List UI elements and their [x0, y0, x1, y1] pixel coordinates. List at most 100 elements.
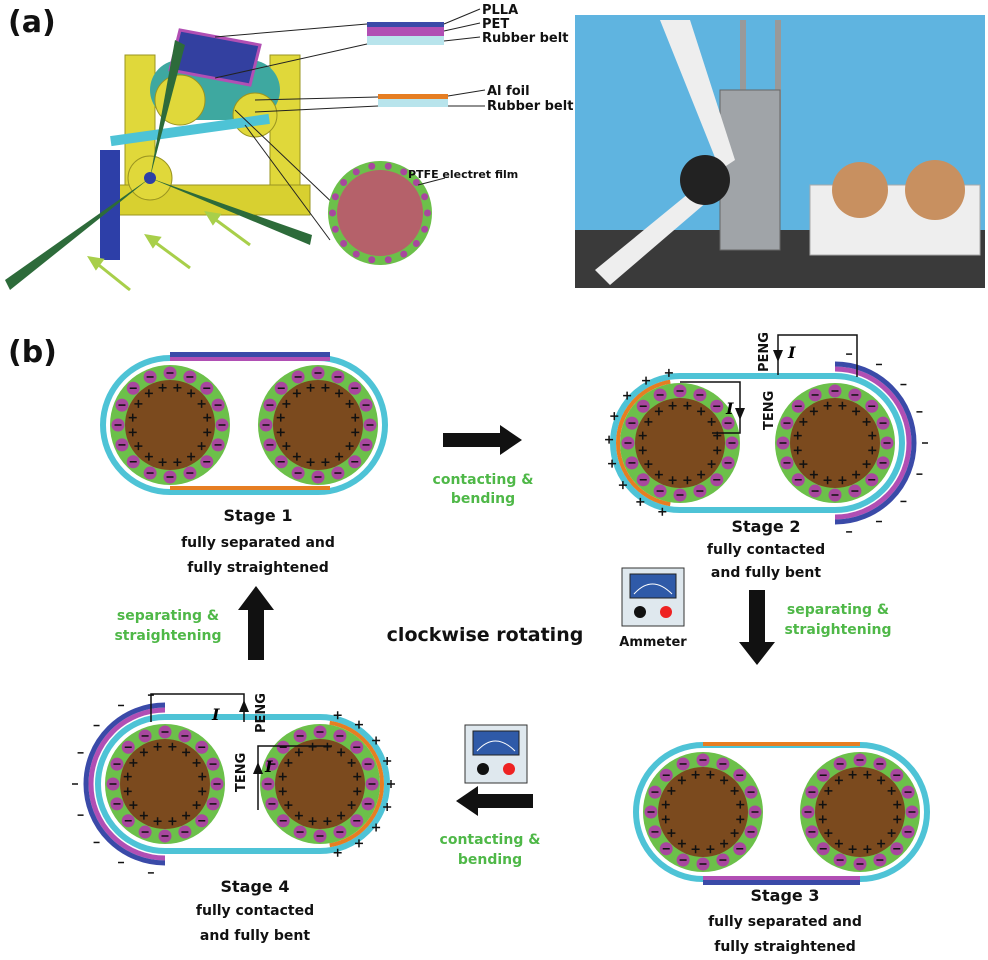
positive-charge-icon [153, 817, 162, 826]
negative-charge-icon [412, 178, 420, 186]
positive-charge-icon [658, 507, 667, 516]
plla-layer [170, 352, 330, 357]
positive-charge-icon [306, 458, 315, 467]
positive-charge-icon [292, 452, 301, 461]
positive-charge-icon [667, 829, 676, 838]
positive-charge-icon [691, 770, 700, 779]
positive-charge-icon [793, 431, 802, 440]
positive-charge-icon [383, 757, 392, 766]
positive-charge-icon [668, 401, 677, 410]
positive-charge-icon [372, 736, 381, 745]
current-arrow-icon [735, 408, 745, 420]
al-foil-layer [616, 379, 671, 507]
positive-charge-icon [642, 376, 651, 385]
al-foil-layer [703, 742, 860, 746]
stage-1-desc: fully straightened [187, 560, 329, 576]
negative-charge-icon [384, 256, 392, 264]
positive-charge-icon [697, 407, 706, 416]
ammeter-label: Ammeter [619, 635, 687, 650]
positive-charge-icon [282, 399, 291, 408]
negative-charge-icon [352, 250, 360, 258]
positive-charge-icon [654, 407, 663, 416]
stage-4-desc: fully contacted [196, 903, 314, 919]
positive-charge-icon [638, 431, 647, 440]
positive-charge-icon [198, 787, 207, 796]
stage-2-diagram [605, 353, 928, 533]
negative-charge-icon [400, 168, 408, 176]
positive-charge-icon [667, 786, 676, 795]
positive-charge-icon [623, 391, 632, 400]
positive-charge-icon [661, 800, 670, 809]
positive-charge-icon [197, 442, 206, 451]
positive-charge-icon [333, 848, 342, 857]
positive-charge-icon [691, 845, 700, 854]
arrow-right-icon [443, 425, 522, 455]
positive-charge-icon [321, 458, 330, 467]
ammeter-icon [621, 567, 685, 627]
stage-2-desc: fully contacted [707, 542, 825, 558]
label-pet: PET [482, 17, 509, 32]
positive-charge-icon [182, 748, 191, 757]
stage-1-desc: fully separated and [181, 535, 335, 551]
stage-1-diagram [100, 352, 388, 495]
stage-2-title: Stage 2 [732, 517, 801, 536]
plla-layer [703, 880, 860, 885]
positive-charge-icon [168, 817, 177, 826]
positive-charge-icon [887, 786, 896, 795]
positive-charge-icon [848, 770, 857, 779]
positive-charge-icon [683, 401, 692, 410]
positive-charge-icon [809, 470, 818, 479]
label-rubber-belt-top: Rubber belt [482, 31, 568, 46]
negative-charge-icon [340, 240, 348, 248]
positive-charge-icon [134, 442, 143, 451]
roller [275, 739, 365, 829]
label-al-foil: Al foil [487, 84, 530, 99]
current-label: I [264, 757, 273, 776]
negative-charge-icon [412, 240, 420, 248]
positive-charge-icon [383, 802, 392, 811]
positive-charge-icon [852, 470, 861, 479]
positive-charge-icon [354, 839, 363, 848]
negative-charge-icon [352, 168, 360, 176]
arrow-left-icon [456, 786, 533, 816]
roller [125, 380, 215, 470]
layer-callout-bottom: Al foil Rubber belt [254, 84, 573, 114]
positive-charge-icon [664, 368, 673, 377]
ammeter-icon [464, 724, 528, 784]
roller [273, 380, 363, 470]
arrow-up-icon [238, 586, 274, 660]
positive-charge-icon [387, 780, 395, 788]
positive-charge-icon [278, 787, 287, 796]
stage-1-title: Stage 1 [224, 506, 293, 525]
positive-charge-icon [335, 452, 344, 461]
stage-4-desc: and fully bent [200, 928, 310, 944]
positive-charge-icon [824, 829, 833, 838]
positive-charge-icon [129, 801, 138, 810]
positive-charge-icon [877, 839, 886, 848]
stage-3-desc: fully straightened [714, 939, 856, 955]
transition-4-1-label: straightening [114, 628, 221, 644]
positive-charge-icon [294, 748, 303, 757]
positive-charge-icon [276, 413, 285, 422]
positive-charge-icon [321, 383, 330, 392]
current-arrow-icon [773, 350, 783, 362]
positive-charge-icon [187, 452, 196, 461]
positive-charge-icon [706, 845, 715, 854]
negative-charge-icon [368, 256, 376, 264]
label-plla: PLLA [482, 3, 518, 18]
pet-layer [703, 876, 860, 880]
positive-charge-icon [863, 770, 872, 779]
stage-4-diagram [72, 694, 395, 874]
positive-charge-icon [168, 742, 177, 751]
positive-charge-icon [128, 428, 137, 437]
positive-charge-icon [278, 772, 287, 781]
roller [815, 767, 905, 857]
negative-charge-icon [331, 225, 339, 233]
positive-charge-icon [677, 776, 686, 785]
positive-charge-icon [706, 770, 715, 779]
transition-1-2-label: contacting & [433, 472, 534, 488]
arrow-down-icon [739, 590, 775, 665]
positive-charge-icon [144, 452, 153, 461]
positive-charge-icon [605, 435, 614, 444]
positive-charge-icon [877, 776, 886, 785]
